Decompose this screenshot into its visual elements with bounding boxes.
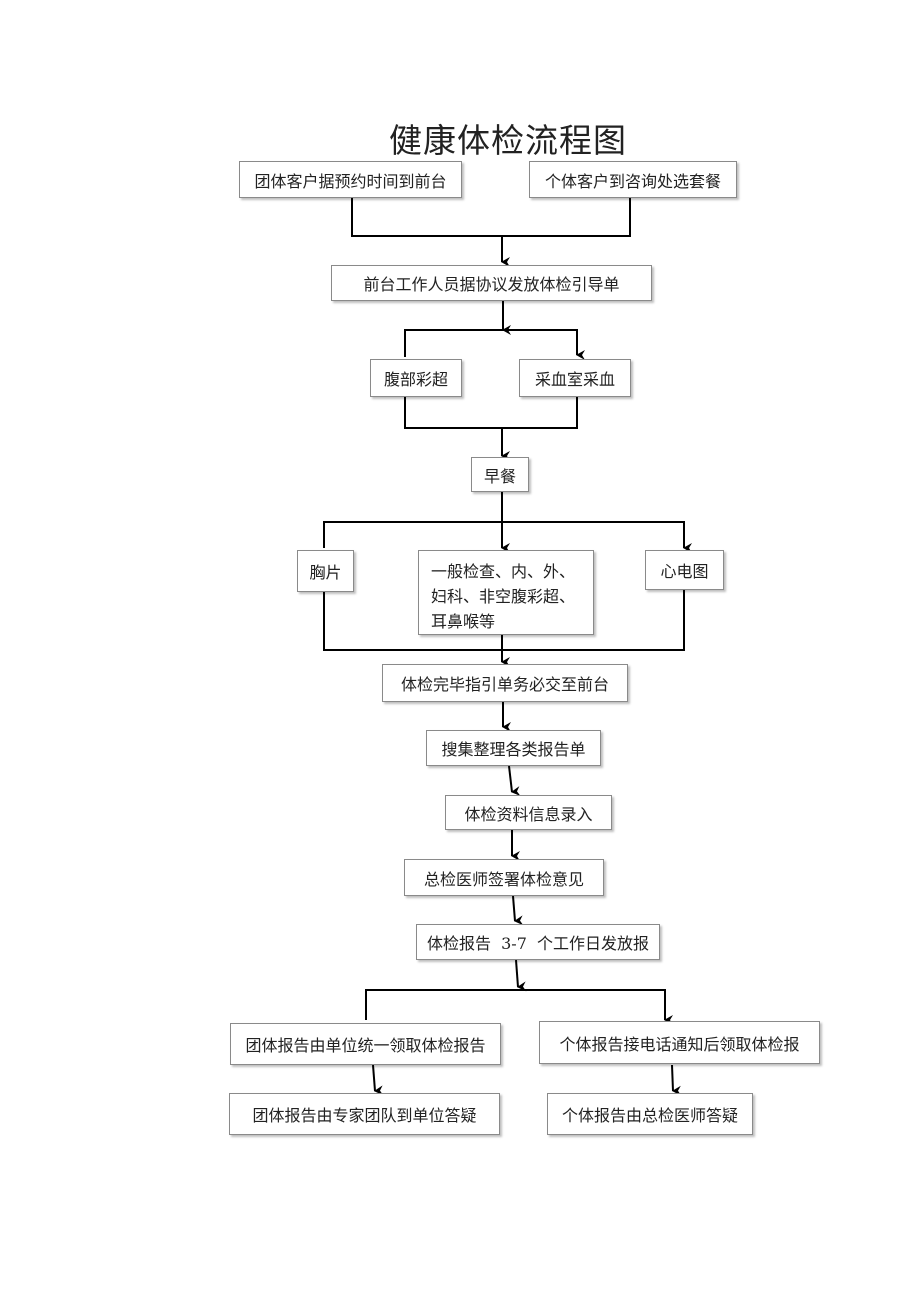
node-submit-form: 体检完毕指引单务必交至前台 <box>382 664 628 702</box>
node-individual-pickup: 个体报告接电话通知后领取体检报 <box>539 1021 820 1064</box>
general-exam-line-1: 一般检查、内、外、 <box>431 562 576 581</box>
node-breakfast: 早餐 <box>471 457 529 492</box>
node-chest-xray: 胸片 <box>297 550 354 592</box>
node-ecg: 心电图 <box>645 550 724 590</box>
node-collect-reports: 搜集整理各类报告单 <box>426 730 601 766</box>
node-doctor-sign: 总检医师签署体检意见 <box>404 859 604 896</box>
page-title: 健康体检流程图 <box>389 121 627 160</box>
general-exam-line-2: 妇科、非空腹彩超、 <box>431 587 576 606</box>
node-report-issue: 体检报告 3-7 个工作日发放报 <box>416 924 660 960</box>
node-individual-arrival: 个体客户到咨询处选套餐 <box>529 161 737 198</box>
general-exam-line-3: 耳鼻喉等 <box>431 612 496 631</box>
node-data-entry: 体检资料信息录入 <box>445 795 612 830</box>
node-reception-issue: 前台工作人员据协议发放体检引导单 <box>331 265 652 301</box>
node-individual-qa: 个体报告由总检医师答疑 <box>547 1093 753 1135</box>
node-group-pickup: 团体报告由单位统一领取体检报告 <box>230 1023 501 1065</box>
node-general-exam: 一般检查、内、外、 妇科、非空腹彩超、 耳鼻喉等 <box>418 550 594 635</box>
node-group-arrival: 团体客户据预约时间到前台 <box>239 161 462 198</box>
node-abdomen-ultrasound: 腹部彩超 <box>370 359 462 397</box>
node-blood-draw: 采血室采血 <box>519 359 631 397</box>
node-group-qa: 团体报告由专家团队到单位答疑 <box>229 1093 500 1135</box>
